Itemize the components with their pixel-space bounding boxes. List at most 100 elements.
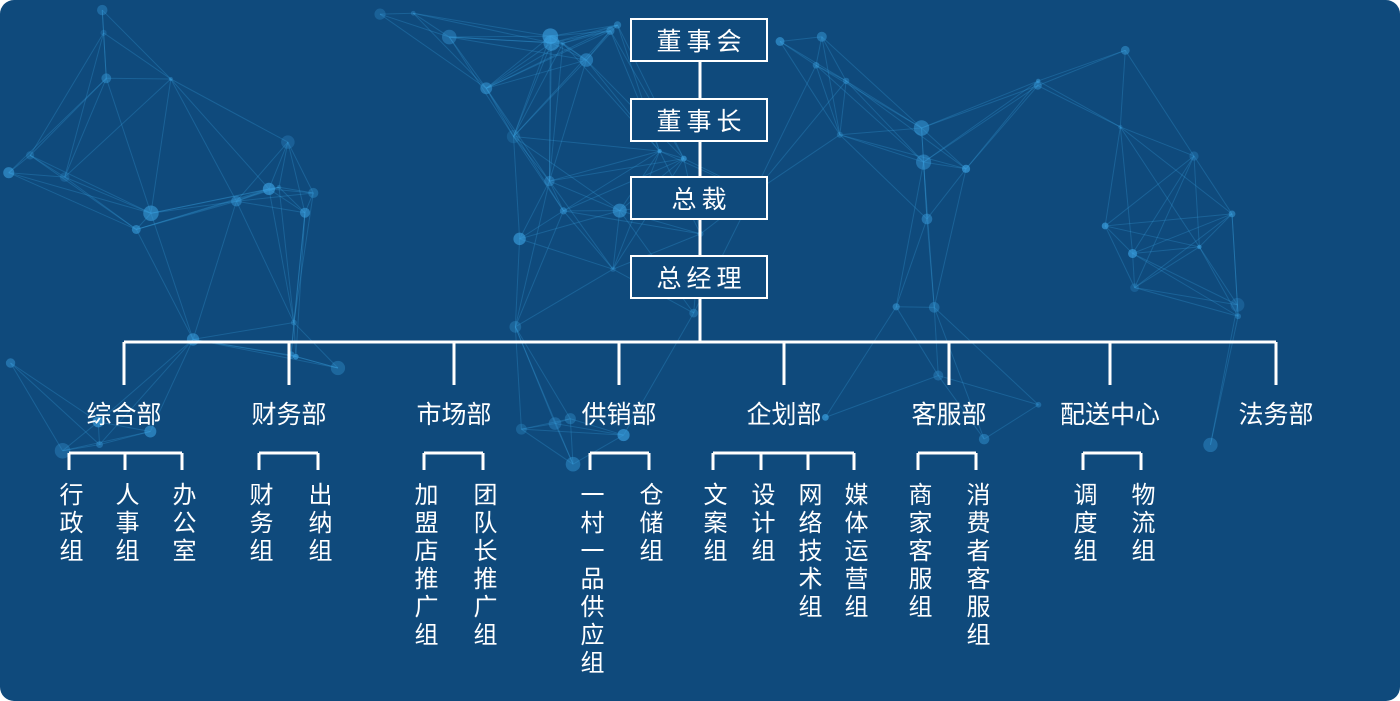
unit-label: 一村一品供应组 bbox=[576, 482, 604, 678]
network-node bbox=[96, 441, 103, 449]
network-link bbox=[287, 141, 314, 194]
network-link bbox=[64, 32, 105, 178]
network-link bbox=[293, 322, 339, 369]
network-link bbox=[585, 30, 611, 61]
network-link bbox=[514, 238, 521, 327]
network-link bbox=[845, 80, 924, 163]
network-node bbox=[281, 135, 295, 149]
network-link bbox=[549, 180, 614, 270]
network-link bbox=[135, 229, 194, 340]
network-node bbox=[822, 414, 829, 421]
network-link bbox=[1132, 253, 1239, 317]
network-link bbox=[548, 36, 551, 182]
unit-label: 消费者客服组 bbox=[962, 482, 990, 650]
network-link bbox=[513, 59, 587, 137]
network-node bbox=[775, 37, 785, 46]
network-node bbox=[513, 232, 526, 246]
network-link bbox=[513, 30, 611, 137]
network-link bbox=[923, 161, 967, 170]
network-link bbox=[1231, 213, 1239, 317]
network-link bbox=[1193, 155, 1200, 247]
network-links bbox=[8, 9, 1239, 465]
unit-label: 网络技术组 bbox=[794, 482, 822, 622]
network-link bbox=[839, 80, 847, 135]
network-link bbox=[268, 188, 306, 214]
network-link bbox=[105, 78, 152, 214]
network-node bbox=[3, 167, 15, 179]
department-label: 供销部 bbox=[581, 400, 657, 429]
network-link bbox=[1132, 246, 1200, 255]
president-box: 总裁 bbox=[630, 176, 768, 220]
network-link bbox=[413, 12, 551, 37]
network-link bbox=[485, 87, 550, 182]
network-node bbox=[25, 151, 35, 160]
network-link bbox=[278, 186, 314, 194]
network-link bbox=[1198, 246, 1239, 317]
network-link bbox=[513, 43, 564, 137]
network-link bbox=[29, 154, 65, 178]
network-link bbox=[554, 423, 624, 436]
network-node bbox=[816, 31, 827, 42]
network-link bbox=[449, 36, 552, 44]
network-node bbox=[506, 129, 521, 144]
network-node bbox=[290, 319, 297, 326]
network-link bbox=[379, 13, 487, 89]
network-link bbox=[412, 12, 487, 89]
network-link bbox=[1132, 155, 1195, 254]
network-link bbox=[815, 64, 922, 129]
network-link bbox=[933, 168, 967, 308]
network-link bbox=[921, 80, 1039, 129]
network-link bbox=[290, 212, 306, 356]
network-node bbox=[441, 29, 457, 45]
network-link bbox=[549, 158, 684, 182]
network-link bbox=[1104, 225, 1133, 254]
network-node bbox=[689, 308, 699, 318]
network-link bbox=[1134, 213, 1233, 289]
network-link bbox=[1105, 213, 1233, 227]
unit-label: 人事组 bbox=[111, 482, 139, 566]
network-link bbox=[983, 404, 1039, 440]
network-link bbox=[10, 362, 64, 452]
network-link bbox=[1134, 287, 1238, 306]
network-link bbox=[1124, 50, 1195, 157]
unit-label: 设计组 bbox=[747, 482, 775, 566]
network-link bbox=[1236, 304, 1239, 317]
network-node bbox=[59, 172, 70, 182]
network-link bbox=[513, 136, 550, 182]
network-node bbox=[1128, 248, 1138, 259]
network-link bbox=[923, 162, 935, 308]
network-link bbox=[1132, 213, 1233, 254]
network-node bbox=[276, 185, 282, 190]
network-node bbox=[299, 207, 311, 218]
network-node bbox=[143, 205, 159, 221]
network-link bbox=[938, 375, 1039, 406]
network-link bbox=[236, 200, 306, 214]
department-label: 综合部 bbox=[86, 400, 162, 429]
network-node bbox=[560, 41, 566, 46]
network-node bbox=[913, 120, 930, 136]
network-link bbox=[779, 36, 822, 42]
network-link bbox=[1037, 85, 1121, 128]
network-link bbox=[8, 77, 107, 174]
network-link bbox=[921, 127, 967, 170]
network-link bbox=[293, 212, 306, 323]
network-link bbox=[514, 210, 564, 328]
network-link bbox=[1209, 316, 1239, 445]
network-link bbox=[1193, 155, 1233, 215]
network-link bbox=[99, 339, 194, 445]
network-node bbox=[933, 370, 944, 381]
network-link bbox=[1037, 49, 1126, 87]
network-node bbox=[1189, 151, 1199, 161]
network-link bbox=[290, 322, 295, 356]
network-link bbox=[515, 268, 614, 328]
network-node bbox=[1033, 81, 1042, 90]
department-label: 企划部 bbox=[746, 400, 822, 429]
network-node bbox=[262, 182, 276, 196]
department-label: 配送中心 bbox=[1059, 400, 1160, 429]
network-link bbox=[136, 186, 280, 230]
network-link bbox=[815, 64, 847, 82]
network-node bbox=[579, 53, 594, 67]
network-link bbox=[965, 80, 1039, 170]
network-node bbox=[410, 10, 416, 16]
